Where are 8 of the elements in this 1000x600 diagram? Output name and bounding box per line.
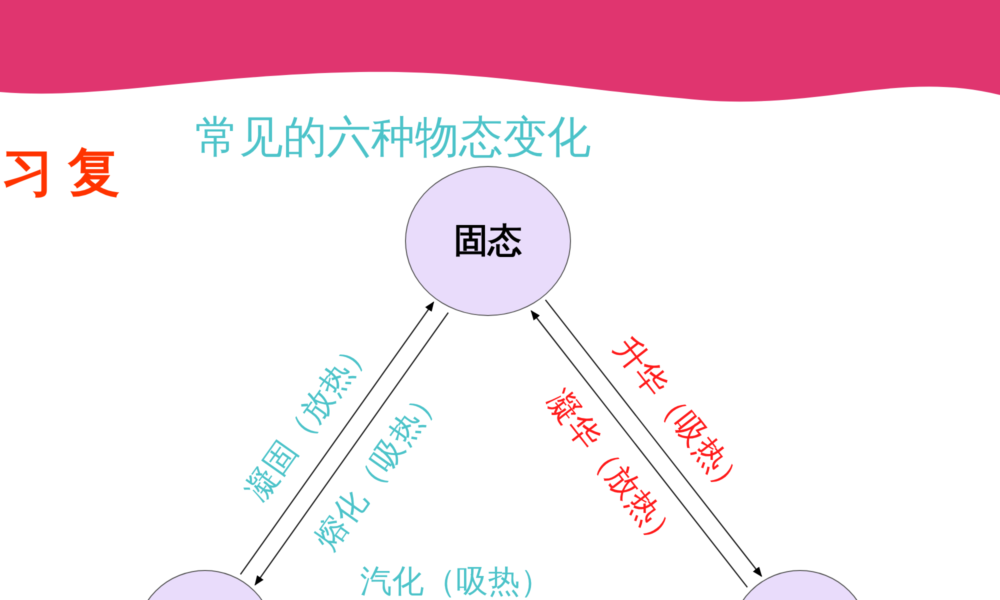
arrow [530,310,748,588]
state-circle: 固态 [405,166,571,316]
title: 常见的六种物态变化 [195,111,591,165]
label: 汽化（吸热） [360,561,552,600]
heading-text: 习复 [2,142,134,205]
arrow [240,301,434,575]
arrow [544,299,762,577]
arrow [254,312,449,586]
